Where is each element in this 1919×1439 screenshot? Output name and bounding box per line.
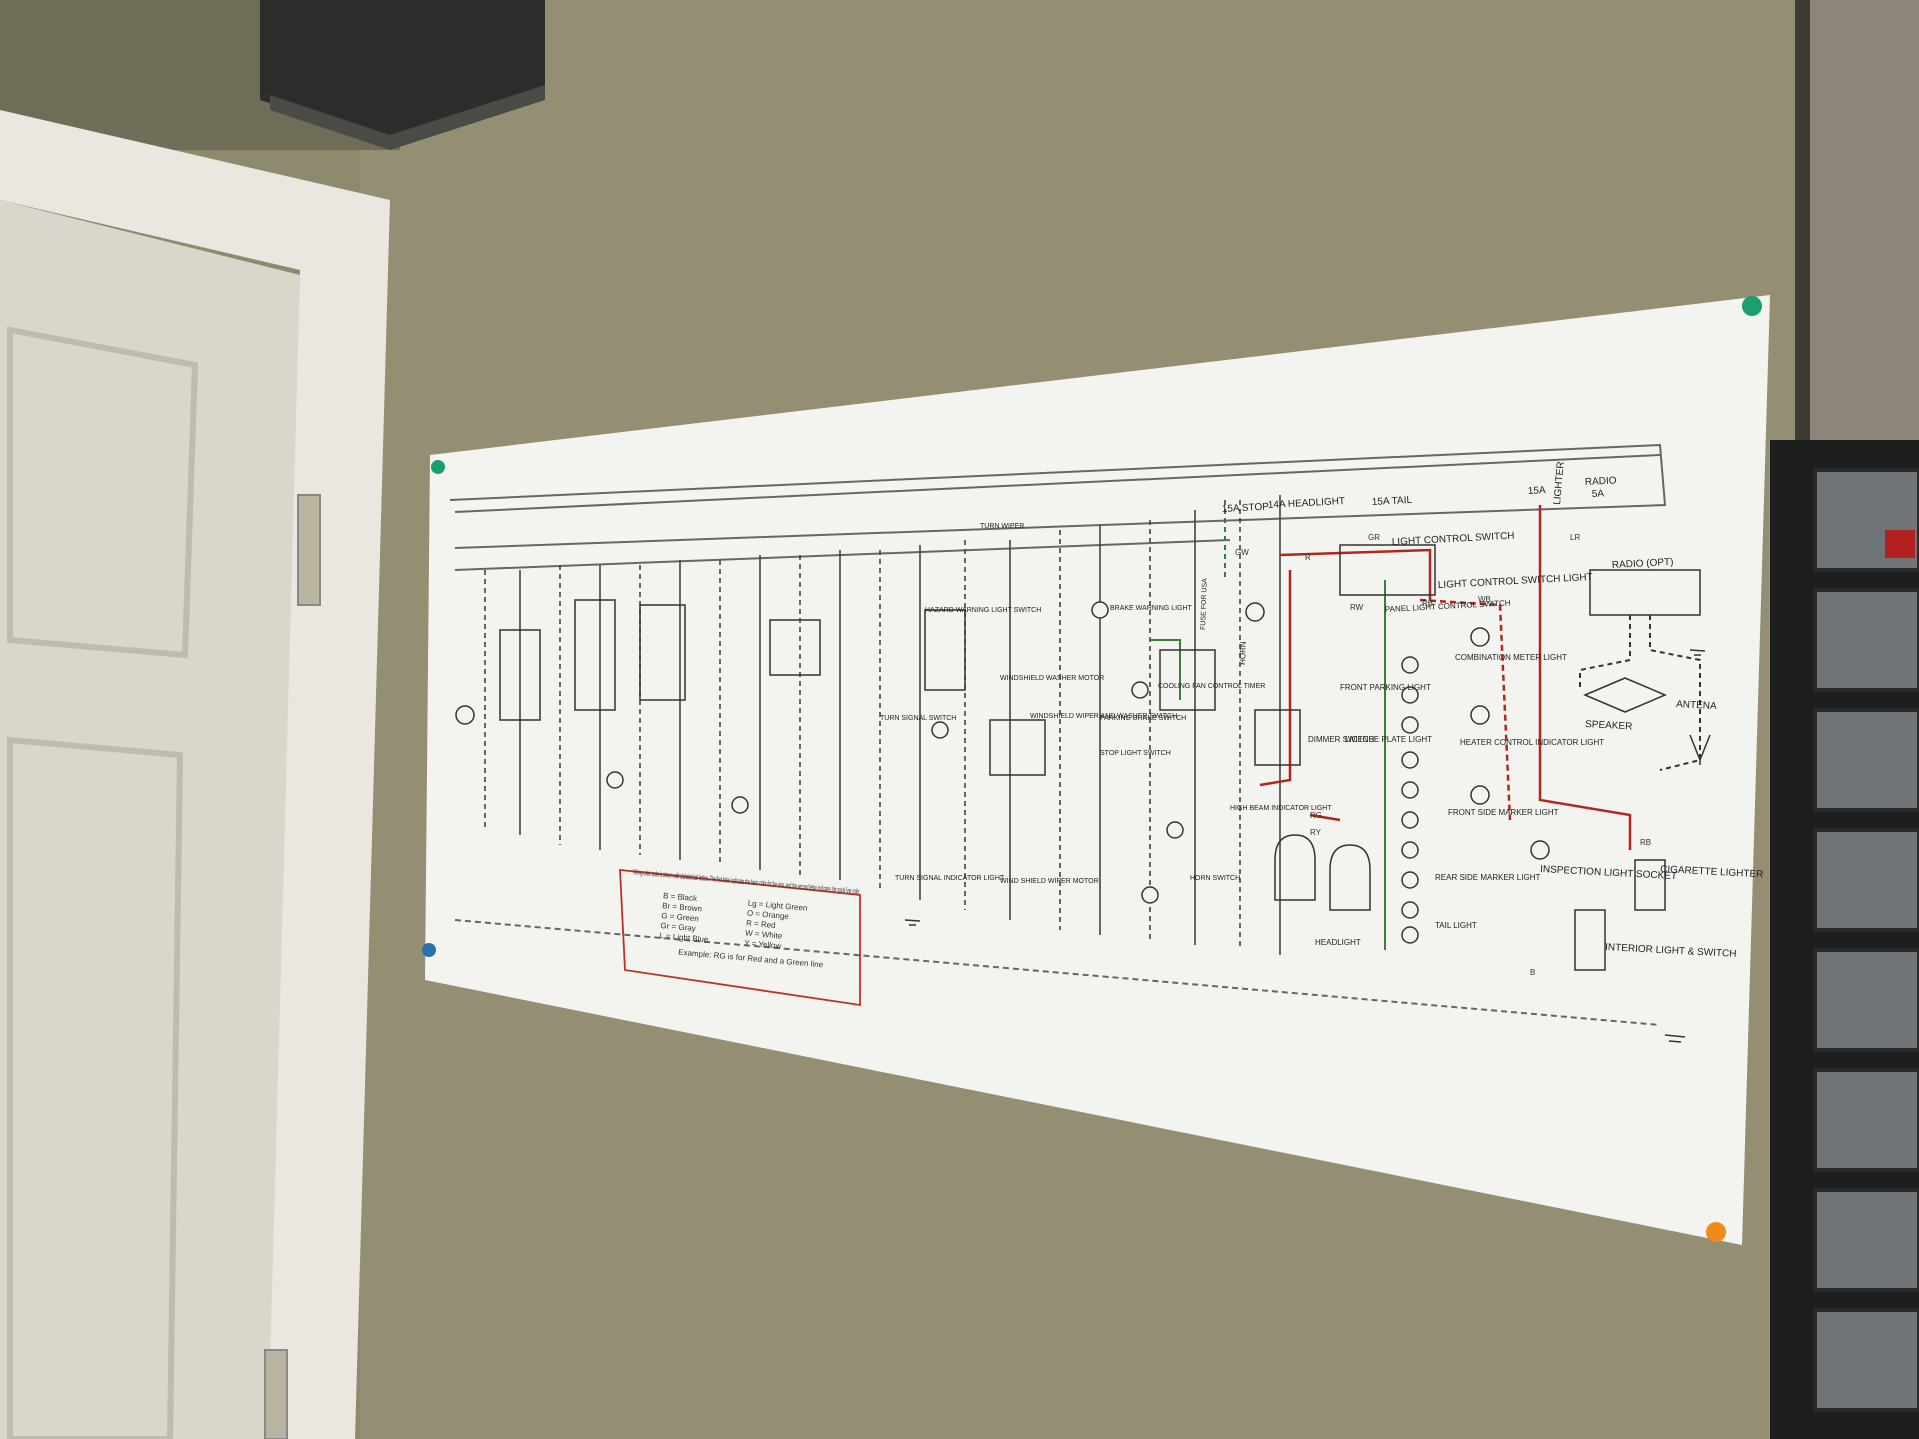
red-wires: [1259, 505, 1632, 850]
wiring-frame: [449, 443, 1667, 1026]
drawer[interactable]: [1813, 1188, 1919, 1292]
door-hinge: [297, 494, 321, 606]
pin-top-right: [1742, 296, 1762, 316]
label-turn-signal-indicator: TURN SIGNAL INDICATOR LIGHT: [895, 875, 1005, 882]
label-stop-light-switch: STOP LIGHT SWITCH: [1100, 750, 1171, 757]
label-wiper-switch: WINDSHIELD WIPER AND WASHER SWITCH: [1030, 713, 1177, 720]
antenna-wire: [1649, 615, 1701, 771]
wire-code: RW: [1350, 603, 1364, 612]
label-turn-wiper: TURN WIPER: [980, 523, 1024, 530]
label-washer-motor: WINDSHIELD WASHER MOTOR: [1000, 675, 1104, 682]
label-heater-control: HEATER CONTROL INDICATOR LIGHT: [1460, 738, 1604, 747]
ceiling-duct: [260, 0, 545, 140]
wire-code: LR: [1570, 533, 1580, 542]
door-upper-panel: [7, 326, 199, 659]
label-horn-switch: HORN SWITCH: [1190, 875, 1240, 882]
legend-code: W = White: [745, 928, 783, 940]
wire-code: R: [1305, 553, 1311, 562]
wire-code: RG: [1310, 811, 1322, 820]
legend-code: R = Red: [746, 919, 776, 931]
legend-code: Y = Yellow: [744, 938, 782, 950]
legend-code: Gr = Gray: [660, 921, 696, 933]
label-dimmer-switch: DIMMER SWITCH: [1308, 735, 1374, 744]
parts-drawers: [1813, 468, 1919, 1412]
drawer[interactable]: [1813, 588, 1919, 692]
wire-code: RY: [1310, 828, 1322, 837]
drawer[interactable]: [1813, 1068, 1919, 1172]
drawer[interactable]: [1813, 948, 1919, 1052]
label-high-beam: HIGH BEAM INDICATOR LIGHT: [1230, 805, 1332, 812]
label-parking-brake: PARKING BRAKE SWITCH: [1100, 715, 1186, 722]
label-turn-signal-switch: TURN SIGNAL SWITCH: [880, 715, 956, 722]
label-tail-light: TAIL LIGHT: [1435, 921, 1477, 930]
label-license-plate: LICENSE PLATE LIGHT: [1345, 735, 1432, 744]
antenna-icon: [1689, 734, 1711, 765]
door-hinge: [264, 1349, 288, 1439]
label-brake-warning: BRAKE WARNING LIGHT: [1110, 605, 1193, 612]
legend-code: L = Light Blue: [659, 931, 709, 944]
label-antena: ANTENA: [1676, 699, 1717, 712]
door-lower-panel: [7, 736, 184, 1439]
label-fuse-headlight: 14A HEADLIGHT: [1268, 496, 1346, 511]
ground-symbols: [904, 649, 1706, 1043]
legend-code: O = Orange: [747, 909, 790, 922]
drawer[interactable]: [1813, 828, 1919, 932]
label-hazard-switch: HAZARD WARNING LIGHT SWITCH: [925, 607, 1041, 614]
label-radio-5a: 5A: [1592, 488, 1605, 500]
label-lighter-fuse: 15A: [1528, 485, 1547, 497]
label-cooling-fan-timer: COOLING FAN CONTROL TIMER: [1158, 683, 1265, 690]
label-fuse-tail: 15A TAIL: [1372, 495, 1413, 508]
legend-code: Br = Brown: [662, 901, 702, 913]
door-casing: [0, 110, 390, 1439]
label-horn: HORN: [1238, 641, 1248, 665]
label-radio-opt: RADIO (OPT): [1612, 557, 1674, 571]
wire-code: RB: [1422, 599, 1433, 608]
cinder-block: [1810, 0, 1919, 450]
wire-code-tags: GR R RB WB RW RY RG GW LR RB B: [1235, 533, 1651, 977]
wire-code: GW: [1235, 548, 1249, 557]
label-lighter: LIGHTER: [1552, 461, 1567, 505]
label-fuse-for-usa: FUSE FOR USA: [1200, 578, 1209, 630]
wire-code: GR: [1368, 533, 1380, 542]
lamp-symbols: [455, 601, 1550, 944]
drawer[interactable]: [1813, 708, 1919, 812]
wire-code: WB: [1478, 595, 1491, 604]
wire-color-legend-box: [619, 868, 861, 1007]
drawer[interactable]: [1813, 1308, 1919, 1412]
pin-bottom-right: [1706, 1222, 1726, 1242]
wiring-poster: [425, 295, 1770, 1245]
label-rear-side-marker: REAR SIDE MARKER LIGHT: [1435, 873, 1540, 882]
pin-top-left: [431, 460, 445, 474]
green-wires: [1150, 500, 1386, 950]
wire-code: RB: [1640, 838, 1651, 847]
label-wiper-motor: WIND SHIELD WIPER MOTOR: [1000, 878, 1099, 885]
door-panel: [0, 200, 300, 1439]
label-cigarette-lighter: CIGARETTE LIGHTER: [1660, 864, 1764, 880]
drawer-item-red: [1885, 530, 1915, 558]
component-boxes: [499, 544, 1701, 971]
radio-wires: [1579, 615, 1631, 690]
speaker-icon: [1583, 677, 1667, 713]
headlight-symbols: [1274, 834, 1371, 911]
legend-code: G = Green: [661, 911, 699, 923]
label-radio: RADIO: [1585, 475, 1617, 488]
label-front-parking: FRONT PARKING LIGHT: [1340, 683, 1431, 692]
duct-bottom: [270, 85, 545, 150]
label-combination-meter: COMBINATION METER LIGHT: [1455, 653, 1567, 662]
label-front-side-marker: FRONT SIDE MARKER LIGHT: [1448, 808, 1559, 817]
label-fuse-stop: 15A STOP: [1222, 502, 1270, 515]
pin-bottom-left: [422, 943, 436, 957]
legend-code: B = Black: [663, 891, 699, 903]
label-speaker: SPEAKER: [1585, 719, 1633, 732]
wire-code: B: [1530, 968, 1535, 977]
label-headlight: HEADLIGHT: [1315, 938, 1361, 947]
